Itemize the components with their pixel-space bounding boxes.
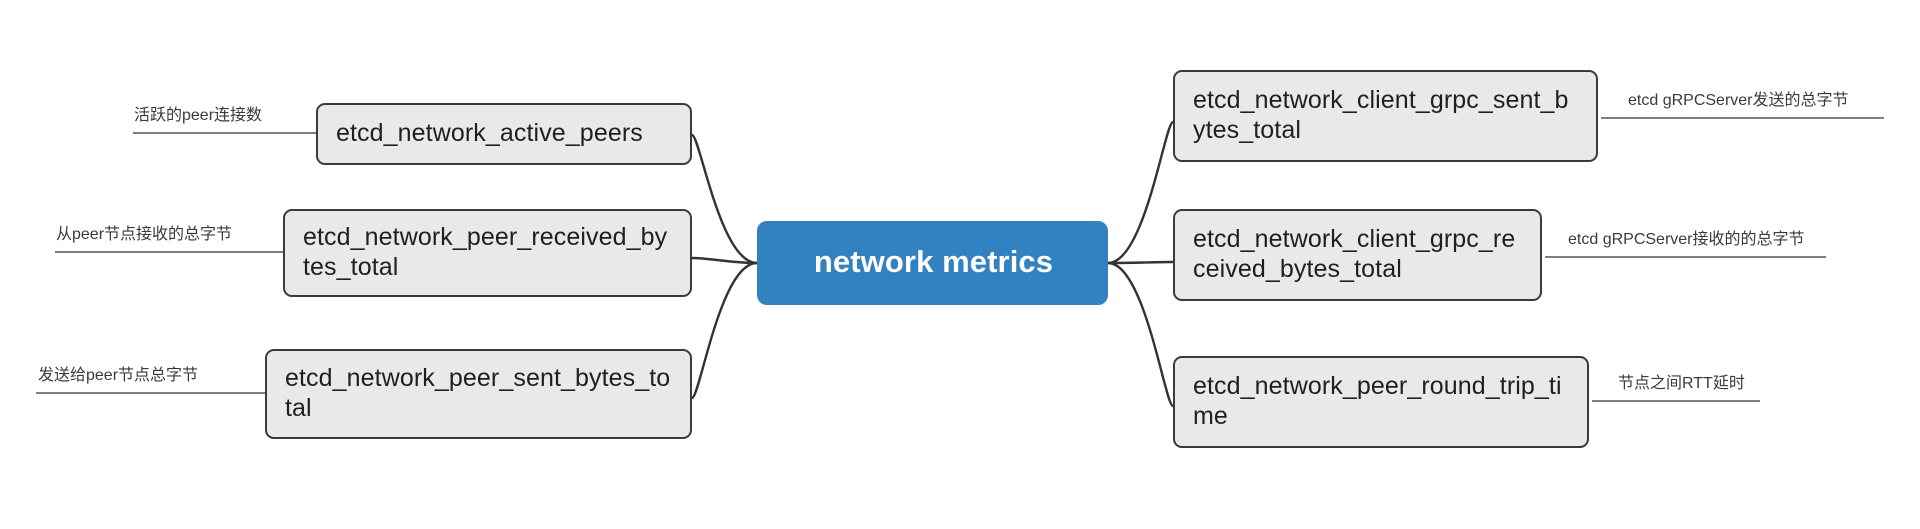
- edge-center-to-left-2: [691, 256, 758, 265]
- edge-center-to-right-3: [1107, 261, 1175, 408]
- node-etcd-network-client-grpc-sent-bytes-total[interactable]: etcd_network_client_grpc_sent_bytes_tota…: [1173, 70, 1598, 162]
- annotation-left-peer-received: 从peer节点接收的总字节: [56, 226, 233, 243]
- node-label: etcd_network_peer_sent_bytes_total: [285, 363, 671, 423]
- edge-center-to-left-3: [690, 261, 758, 400]
- node-etcd-network-client-grpc-received-bytes-total[interactable]: etcd_network_client_grpc_received_bytes_…: [1173, 209, 1542, 301]
- node-label: etcd_network_peer_round_trip_time: [1193, 371, 1562, 431]
- node-etcd-network-peer-sent-bytes-total[interactable]: etcd_network_peer_sent_bytes_total: [265, 349, 692, 439]
- central-node-network-metrics[interactable]: network metrics: [757, 221, 1108, 305]
- node-etcd-network-active-peers[interactable]: etcd_network_active_peers: [316, 103, 692, 165]
- annotation-left-peer-sent: 发送给peer节点总字节: [38, 367, 199, 384]
- node-label: etcd_network_client_grpc_sent_bytes_tota…: [1193, 85, 1569, 145]
- edge-center-to-right-2: [1107, 260, 1174, 265]
- annotation-right-grpc-sent: etcd gRPCServer发送的总字节: [1628, 92, 1849, 109]
- annotation-left-active-peers: 活跃的peer连接数: [134, 107, 263, 124]
- annotation-right-grpc-received: etcd gRPCServer接收的的总字节: [1568, 231, 1805, 248]
- annotation-right-rtt: 节点之间RTT延时: [1618, 375, 1745, 392]
- node-etcd-network-peer-round-trip-time[interactable]: etcd_network_peer_round_trip_time: [1173, 356, 1589, 448]
- edge-center-to-right-1: [1107, 120, 1175, 265]
- node-label: etcd_network_client_grpc_received_bytes_…: [1193, 224, 1516, 284]
- node-etcd-network-peer-received-bytes-total[interactable]: etcd_network_peer_received_bytes_total: [283, 209, 692, 297]
- node-label: etcd_network_peer_received_bytes_total: [303, 222, 668, 282]
- edge-center-to-left-1: [690, 133, 758, 265]
- node-label: etcd_network_active_peers: [336, 118, 643, 147]
- central-node-label: network metrics: [813, 244, 1054, 280]
